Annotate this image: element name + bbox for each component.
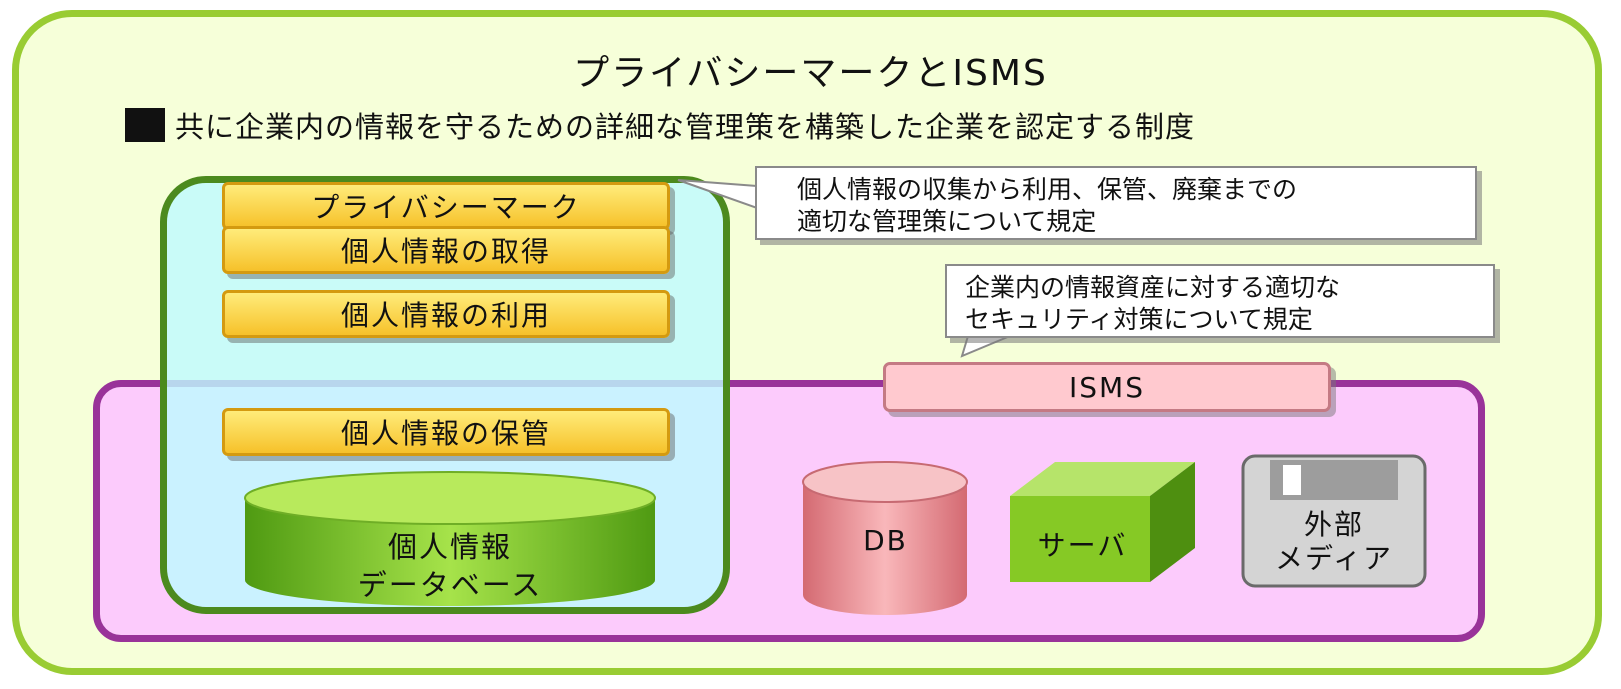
personal-database-line-1: 個人情報: [387, 530, 512, 564]
external-media-line-2: メディア: [1274, 542, 1394, 575]
privacy-mark-header: プライバシーマーク: [222, 182, 670, 230]
privacy-callout-line-2: 適切な管理策について規定: [797, 207, 1097, 236]
diagram-subtitle: 共に企業内の情報を守るための詳細な管理策を構築した企業を認定する制度: [125, 104, 1195, 146]
privacy-mark-callout: 個人情報の収集から利用、保管、廃棄までの 適切な管理策について規定: [755, 166, 1477, 240]
server-cube-icon: [1010, 462, 1195, 582]
isms-callout: 企業内の情報資産に対する適切な セキュリティ対策について規定: [945, 264, 1495, 338]
db-cylinder-icon: [802, 461, 968, 615]
server-label: サーバ: [1037, 529, 1128, 562]
step-use: 個人情報の利用: [222, 290, 670, 338]
external-media-line-1: 外部: [1303, 508, 1364, 541]
square-bullet-icon: [125, 108, 165, 142]
db-label: DB: [863, 524, 908, 557]
isms-label: ISMS: [883, 362, 1331, 412]
external-media-label: 外部 メディア: [1243, 508, 1425, 576]
subtitle-text: 共に企業内の情報を守るための詳細な管理策を構築した企業を認定する制度: [175, 110, 1196, 144]
isms-callout-line-2: セキュリティ対策について規定: [965, 305, 1313, 334]
personal-database-label: 個人情報 データベース: [245, 528, 655, 604]
privacy-callout-line-1: 個人情報の収集から利用、保管、廃棄までの: [797, 175, 1298, 204]
personal-database-icon: [244, 471, 656, 606]
isms-callout-line-1: 企業内の情報資産に対する適切な: [965, 273, 1341, 302]
personal-database-line-2: データベース: [357, 568, 543, 602]
step-acquire: 個人情報の取得: [222, 226, 670, 274]
diagram-title: プライバシーマークとISMS: [573, 53, 1048, 94]
external-media-icon: [1241, 454, 1427, 588]
step-store: 個人情報の保管: [222, 408, 670, 456]
